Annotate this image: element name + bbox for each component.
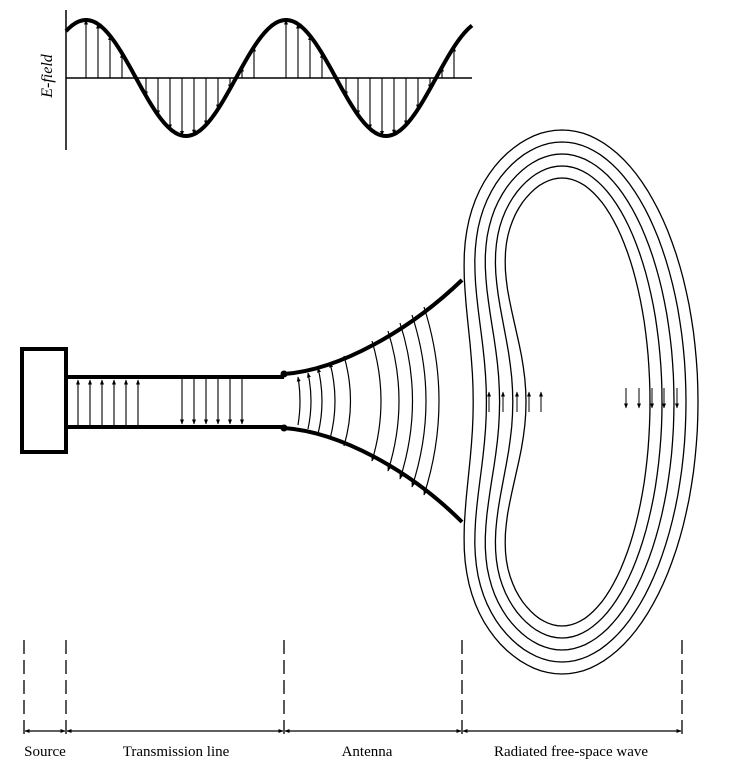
antenna-field-arc <box>371 340 382 462</box>
radiated-field-loop <box>504 177 651 627</box>
antenna-field-arc <box>306 372 312 430</box>
antenna-field-arc <box>423 306 440 496</box>
section-dividers <box>23 640 683 737</box>
radiated-field-loops <box>463 129 699 675</box>
label-source: Source <box>24 744 66 760</box>
antenna-horn <box>283 278 464 524</box>
antenna-lower-flare <box>283 426 464 524</box>
antenna-field-arc <box>317 367 323 435</box>
antenna-field-arc <box>411 314 427 488</box>
label-radiated-wave: Radiated free-space wave <box>494 744 648 760</box>
antenna-upper-flare <box>283 278 464 376</box>
radiated-field-loop <box>494 165 663 639</box>
radiated-field-loop <box>484 153 675 651</box>
antenna-field-arc <box>387 330 400 472</box>
antenna-field-arc <box>343 355 352 447</box>
antenna-field-arc <box>329 362 336 440</box>
label-transmission-line: Transmission line <box>123 744 230 760</box>
antenna-field-arc <box>296 376 301 426</box>
label-antenna: Antenna <box>342 744 393 760</box>
radiated-field-loop <box>463 129 699 675</box>
transmission-line <box>66 370 288 432</box>
efield-plot: E-field <box>39 10 474 150</box>
antenna-field-arcs <box>296 306 440 496</box>
antenna-field-arc <box>399 322 414 480</box>
efield-sine-wave <box>64 17 474 139</box>
tline-field-arrows <box>76 379 244 425</box>
source-box <box>20 347 68 454</box>
radiated-field-loop <box>474 141 687 663</box>
efield-axis-label: E-field <box>39 53 56 99</box>
